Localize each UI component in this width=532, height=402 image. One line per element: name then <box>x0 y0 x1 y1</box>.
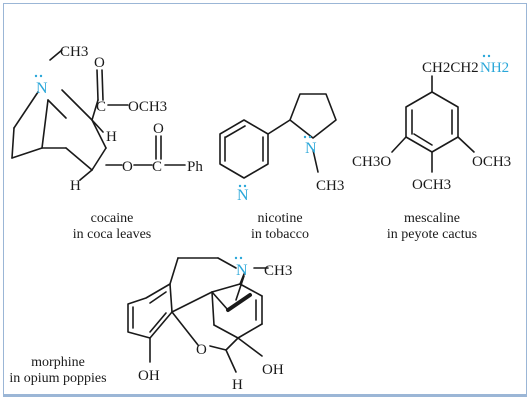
morphine-oh-right-label: OH <box>262 362 284 378</box>
mescaline-och3-right-label: OCH3 <box>472 154 511 170</box>
cocaine-carbonyl2-o-label: O <box>153 121 164 137</box>
mescaline-nh2-label: NH2 <box>480 60 509 76</box>
cocaine-h1-label: H <box>106 129 117 145</box>
nicotine-ch3-label: CH3 <box>316 178 344 194</box>
morphine-oh-left-label: OH <box>138 368 160 384</box>
mescaline-chain-label: CH2CH2 <box>422 60 479 76</box>
figure-frame <box>3 3 527 397</box>
morphine-nitrogen-label: N <box>236 262 248 279</box>
morphine-ch3-label: CH3 <box>264 263 292 279</box>
nicotine-pyrrolidine-n-label: N <box>305 140 317 157</box>
cocaine-c-label: C <box>96 99 106 115</box>
morphine-source: in opium poppies <box>9 371 106 386</box>
mescaline-name: mescaline <box>404 211 460 226</box>
cocaine-name: cocaine <box>91 211 134 226</box>
cocaine-h2-label: H <box>70 178 81 194</box>
nicotine-name: nicotine <box>257 211 302 226</box>
mescaline-och3-left-label: CH3O <box>352 154 391 170</box>
cocaine-structure: CH3 N O C OCH3 H O O C Ph H cocaine in c… <box>11 44 203 242</box>
nicotine-source: in tobacco <box>251 227 309 242</box>
cocaine-ph-label: Ph <box>187 159 203 175</box>
cocaine-och3-label: OCH3 <box>128 99 167 115</box>
morphine-structure: N CH3 O OH OH H morphine in opium poppie… <box>9 256 292 393</box>
cocaine-nitrogen-label: N <box>36 80 48 97</box>
morphine-bridge-o-label: O <box>196 342 207 358</box>
cocaine-c2-label: C <box>152 159 162 175</box>
morphine-name: morphine <box>31 355 85 370</box>
mescaline-source: in peyote cactus <box>387 227 477 242</box>
morphine-h-label: H <box>232 377 243 393</box>
cocaine-source: in coca leaves <box>73 227 152 242</box>
mescaline-structure: CH2CH2 NH2 CH3O OCH3 OCH3 mescaline in p… <box>352 54 511 242</box>
cocaine-ester-o-label: O <box>122 159 133 175</box>
mescaline-och3-bottom-label: OCH3 <box>412 177 451 193</box>
nicotine-pyridine-n-label: N <box>237 187 249 204</box>
cocaine-carbonyl-o-label: O <box>94 55 105 71</box>
nicotine-structure: N N CH3 nicotine in tobacco <box>219 93 344 242</box>
cocaine-ch3-label: CH3 <box>60 44 88 60</box>
